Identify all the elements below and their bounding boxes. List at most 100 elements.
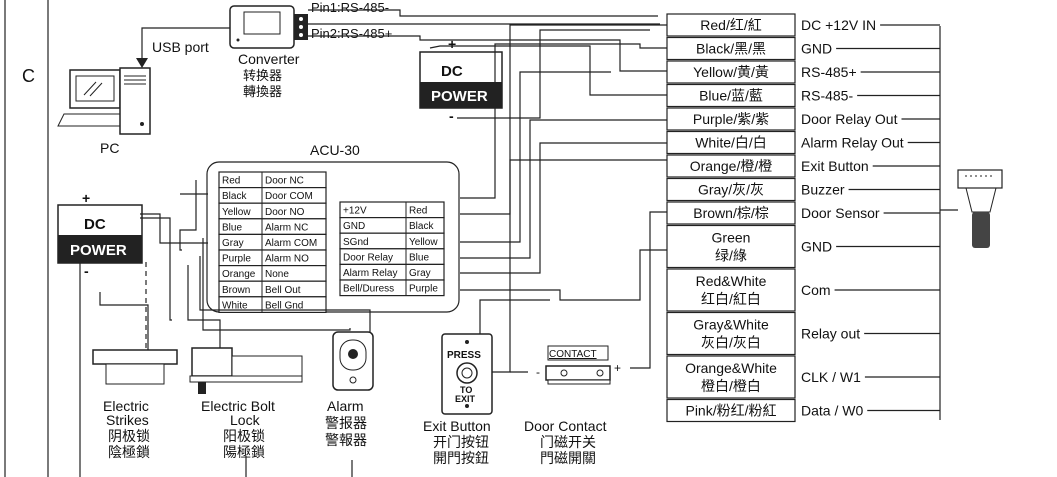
acu-left-terminal: Bell Out bbox=[265, 285, 301, 296]
exit-press: PRESS bbox=[447, 350, 481, 361]
strike-l2: Strikes bbox=[106, 412, 149, 428]
contact-minus: - bbox=[536, 365, 540, 379]
acu-left-terminal: Bell Gnd bbox=[265, 300, 303, 311]
section-letter: C bbox=[22, 66, 35, 86]
acu-left-wire-color: Black bbox=[222, 191, 247, 202]
acu-right-wire-color: Gray bbox=[409, 268, 431, 279]
exit-button-icon: PRESS TO EXIT bbox=[441, 333, 493, 415]
wire-color-box bbox=[666, 107, 796, 131]
acu-right-terminal: Door Relay bbox=[343, 252, 393, 263]
wire-function-label: Exit Button bbox=[801, 158, 869, 174]
acu-left-wire-color: Gray bbox=[222, 238, 244, 249]
wire-color-cn: 红白/紅白 bbox=[701, 291, 761, 307]
acu-left-row bbox=[218, 296, 327, 313]
wire-color-en: Orange&White bbox=[685, 360, 777, 376]
acu-right-wire-color: Blue bbox=[409, 252, 429, 263]
alarm-l3: 警報器 bbox=[325, 432, 367, 448]
dc-top-plus: + bbox=[448, 36, 456, 52]
dc-top-minus: - bbox=[449, 108, 454, 124]
wire-color-label: Blue/蓝/藍 bbox=[699, 88, 763, 104]
dc-power-left: DC POWER + - bbox=[57, 190, 143, 279]
wire-function-label: CLK / W1 bbox=[801, 369, 861, 385]
dc-left-minus: - bbox=[84, 263, 89, 279]
acu-right-wire-color: Black bbox=[409, 221, 434, 232]
alarm-siren-icon bbox=[332, 331, 374, 391]
acu-right-wire-color: Yellow bbox=[409, 237, 438, 248]
dc-top-power: POWER bbox=[431, 88, 488, 105]
wire-bundle-bracket bbox=[939, 26, 958, 420]
bolt-l4: 陽極鎖 bbox=[223, 444, 265, 460]
wire-color-box bbox=[666, 224, 796, 269]
converter-pin1: Pin1:RS-485- bbox=[311, 0, 389, 15]
wire-color-label: Purple/紫/紫 bbox=[693, 111, 769, 127]
usb-cable bbox=[141, 27, 230, 60]
wire-function-label: GND bbox=[801, 41, 832, 57]
exit-l3: 開門按鈕 bbox=[433, 450, 489, 466]
acu-right-terminal: Alarm Relay bbox=[343, 268, 397, 279]
acu-left-wire-color: White bbox=[222, 300, 248, 311]
acu-left-terminal: Door COM bbox=[265, 191, 313, 202]
wire-color-en: Gray&White bbox=[693, 317, 769, 333]
wire-color-box bbox=[666, 311, 796, 356]
wire-color-label: Red/红/紅 bbox=[700, 17, 761, 33]
converter-label-tc: 轉換器 bbox=[243, 84, 282, 99]
dc-top-dc: DC bbox=[441, 63, 463, 80]
wire-color-cn: 绿/綠 bbox=[715, 248, 747, 264]
electric-strike-icon bbox=[92, 262, 178, 385]
acu-left-terminal: Alarm NC bbox=[265, 222, 308, 233]
acu-left-terminal: Alarm NO bbox=[265, 254, 309, 265]
alarm-l1: Alarm bbox=[327, 398, 364, 414]
acu-right-terminal: SGnd bbox=[343, 237, 369, 248]
wire-function-label: RS-485- bbox=[801, 88, 853, 104]
wire-color-label: Brown/棕/棕 bbox=[693, 205, 768, 221]
acu-left-wire-color: Yellow bbox=[222, 207, 251, 218]
strike-l4: 陰極鎖 bbox=[108, 444, 150, 460]
converter-pin2: Pin2:RS-485+ bbox=[311, 26, 392, 41]
usb-arrowhead bbox=[136, 58, 148, 68]
strike-l1: Electric bbox=[103, 398, 149, 414]
wire-function-label: GND bbox=[801, 239, 832, 255]
converter-label-sc: 转换器 bbox=[243, 68, 282, 83]
dc-power-top: DC POWER + - bbox=[419, 36, 503, 124]
exit-to: TO bbox=[460, 385, 472, 395]
wire-color-label: White/白/白 bbox=[695, 135, 767, 151]
wire-color-box bbox=[666, 60, 796, 84]
wire-color-box bbox=[666, 268, 796, 312]
wire-color-box bbox=[666, 154, 796, 178]
acu-left-terminal: Alarm COM bbox=[265, 238, 317, 249]
pc-icon bbox=[57, 67, 151, 135]
usb-label: USB port bbox=[152, 39, 209, 55]
acu-right-row bbox=[339, 279, 445, 297]
connector-plug-icon bbox=[957, 169, 1003, 248]
wire-color-label: Gray/灰/灰 bbox=[698, 182, 764, 198]
alarm-l2: 警报器 bbox=[325, 415, 367, 431]
bolt-l1: Electric Bolt bbox=[201, 398, 275, 414]
wire-function-label: Door Relay Out bbox=[801, 111, 898, 127]
acu-right-wire-color: Purple bbox=[409, 284, 438, 295]
strike-l3: 阴极锁 bbox=[108, 428, 150, 444]
acu-left-terminal: Door NC bbox=[265, 176, 304, 187]
wire-function-label: DC +12V IN bbox=[801, 17, 876, 33]
acu-left-terminal: None bbox=[265, 269, 289, 280]
contact-l1: Door Contact bbox=[524, 418, 607, 434]
wire-color-box bbox=[666, 177, 796, 202]
exit-l1: Exit Button bbox=[423, 418, 491, 434]
converter-icon bbox=[229, 5, 308, 49]
electric-bolt-lock-icon bbox=[189, 347, 303, 394]
acu-left-wire-color: Red bbox=[222, 176, 240, 187]
acu-right-terminal: GND bbox=[343, 221, 365, 232]
wire-function-label: Door Sensor bbox=[801, 205, 880, 221]
wire-color-box bbox=[666, 355, 796, 399]
wire-color-label: Yellow/黄/黃 bbox=[693, 64, 769, 80]
acu-left-wire-color: Purple bbox=[222, 254, 251, 265]
converter-label-en: Converter bbox=[238, 51, 300, 67]
pc-label: PC bbox=[100, 140, 119, 156]
contact-l2: 门磁开关 bbox=[540, 434, 596, 450]
wire-function-label: RS-485+ bbox=[801, 64, 857, 80]
wire-color-en: Red&White bbox=[696, 273, 767, 289]
acu-left-wire-color: Orange bbox=[222, 269, 256, 280]
wire-color-en: Green bbox=[712, 230, 751, 246]
contact-label: CONTACT bbox=[549, 349, 597, 360]
